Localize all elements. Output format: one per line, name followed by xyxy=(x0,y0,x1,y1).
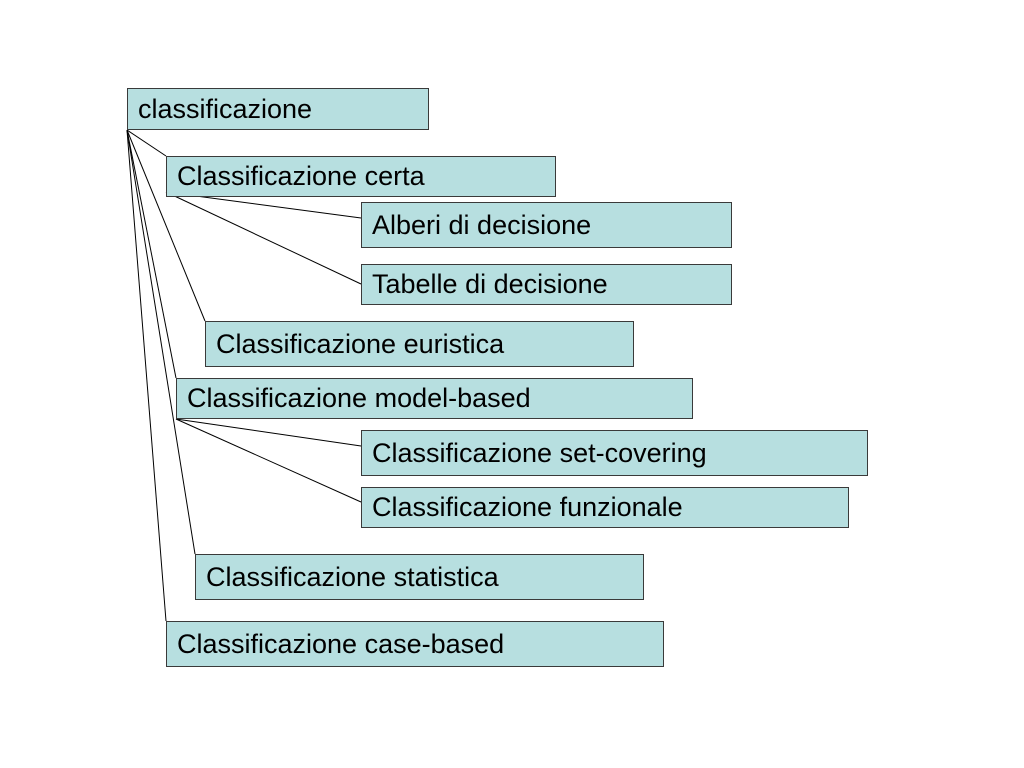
edge-root-model xyxy=(126,129,177,379)
node-label: Classificazione case-based xyxy=(177,628,505,659)
node-label: Classificazione funzionale xyxy=(372,492,683,522)
node-classificazione-set-covering: Classificazione set-covering xyxy=(361,430,868,476)
root-node-label: classificazione xyxy=(138,93,313,124)
node-classificazione-model-based: Classificazione model-based xyxy=(176,378,693,419)
node-classificazione-case-based: Classificazione case-based xyxy=(166,621,664,667)
node-classificazione-euristica: Classificazione euristica xyxy=(205,321,634,367)
node-label: Classificazione certa xyxy=(177,161,425,191)
edge-root-certa xyxy=(126,129,167,157)
node-label: Classificazione model-based xyxy=(187,383,531,413)
edge-root-stat xyxy=(126,129,196,555)
edge-root-euristica xyxy=(126,129,206,322)
node-alberi-di-decisione: Alberi di decisione xyxy=(361,202,732,248)
node-label: Classificazione set-covering xyxy=(372,437,707,468)
node-label: Classificazione statistica xyxy=(206,561,499,592)
node-label: Classificazione euristica xyxy=(216,328,505,359)
root-node: classificazione xyxy=(127,88,429,130)
node-classificazione-certa: Classificazione certa xyxy=(166,156,556,197)
edge-model-setcov xyxy=(175,418,362,447)
edge-root-case xyxy=(126,129,167,622)
edge-certa-tabelle xyxy=(165,191,362,285)
edge-model-funz xyxy=(175,418,362,503)
node-tabelle-di-decisione: Tabelle di decisione xyxy=(361,264,732,305)
node-classificazione-statistica: Classificazione statistica xyxy=(195,554,644,600)
node-label: Tabelle di decisione xyxy=(372,269,608,299)
node-label: Alberi di decisione xyxy=(372,209,592,240)
node-classificazione-funzionale: Classificazione funzionale xyxy=(361,487,849,528)
